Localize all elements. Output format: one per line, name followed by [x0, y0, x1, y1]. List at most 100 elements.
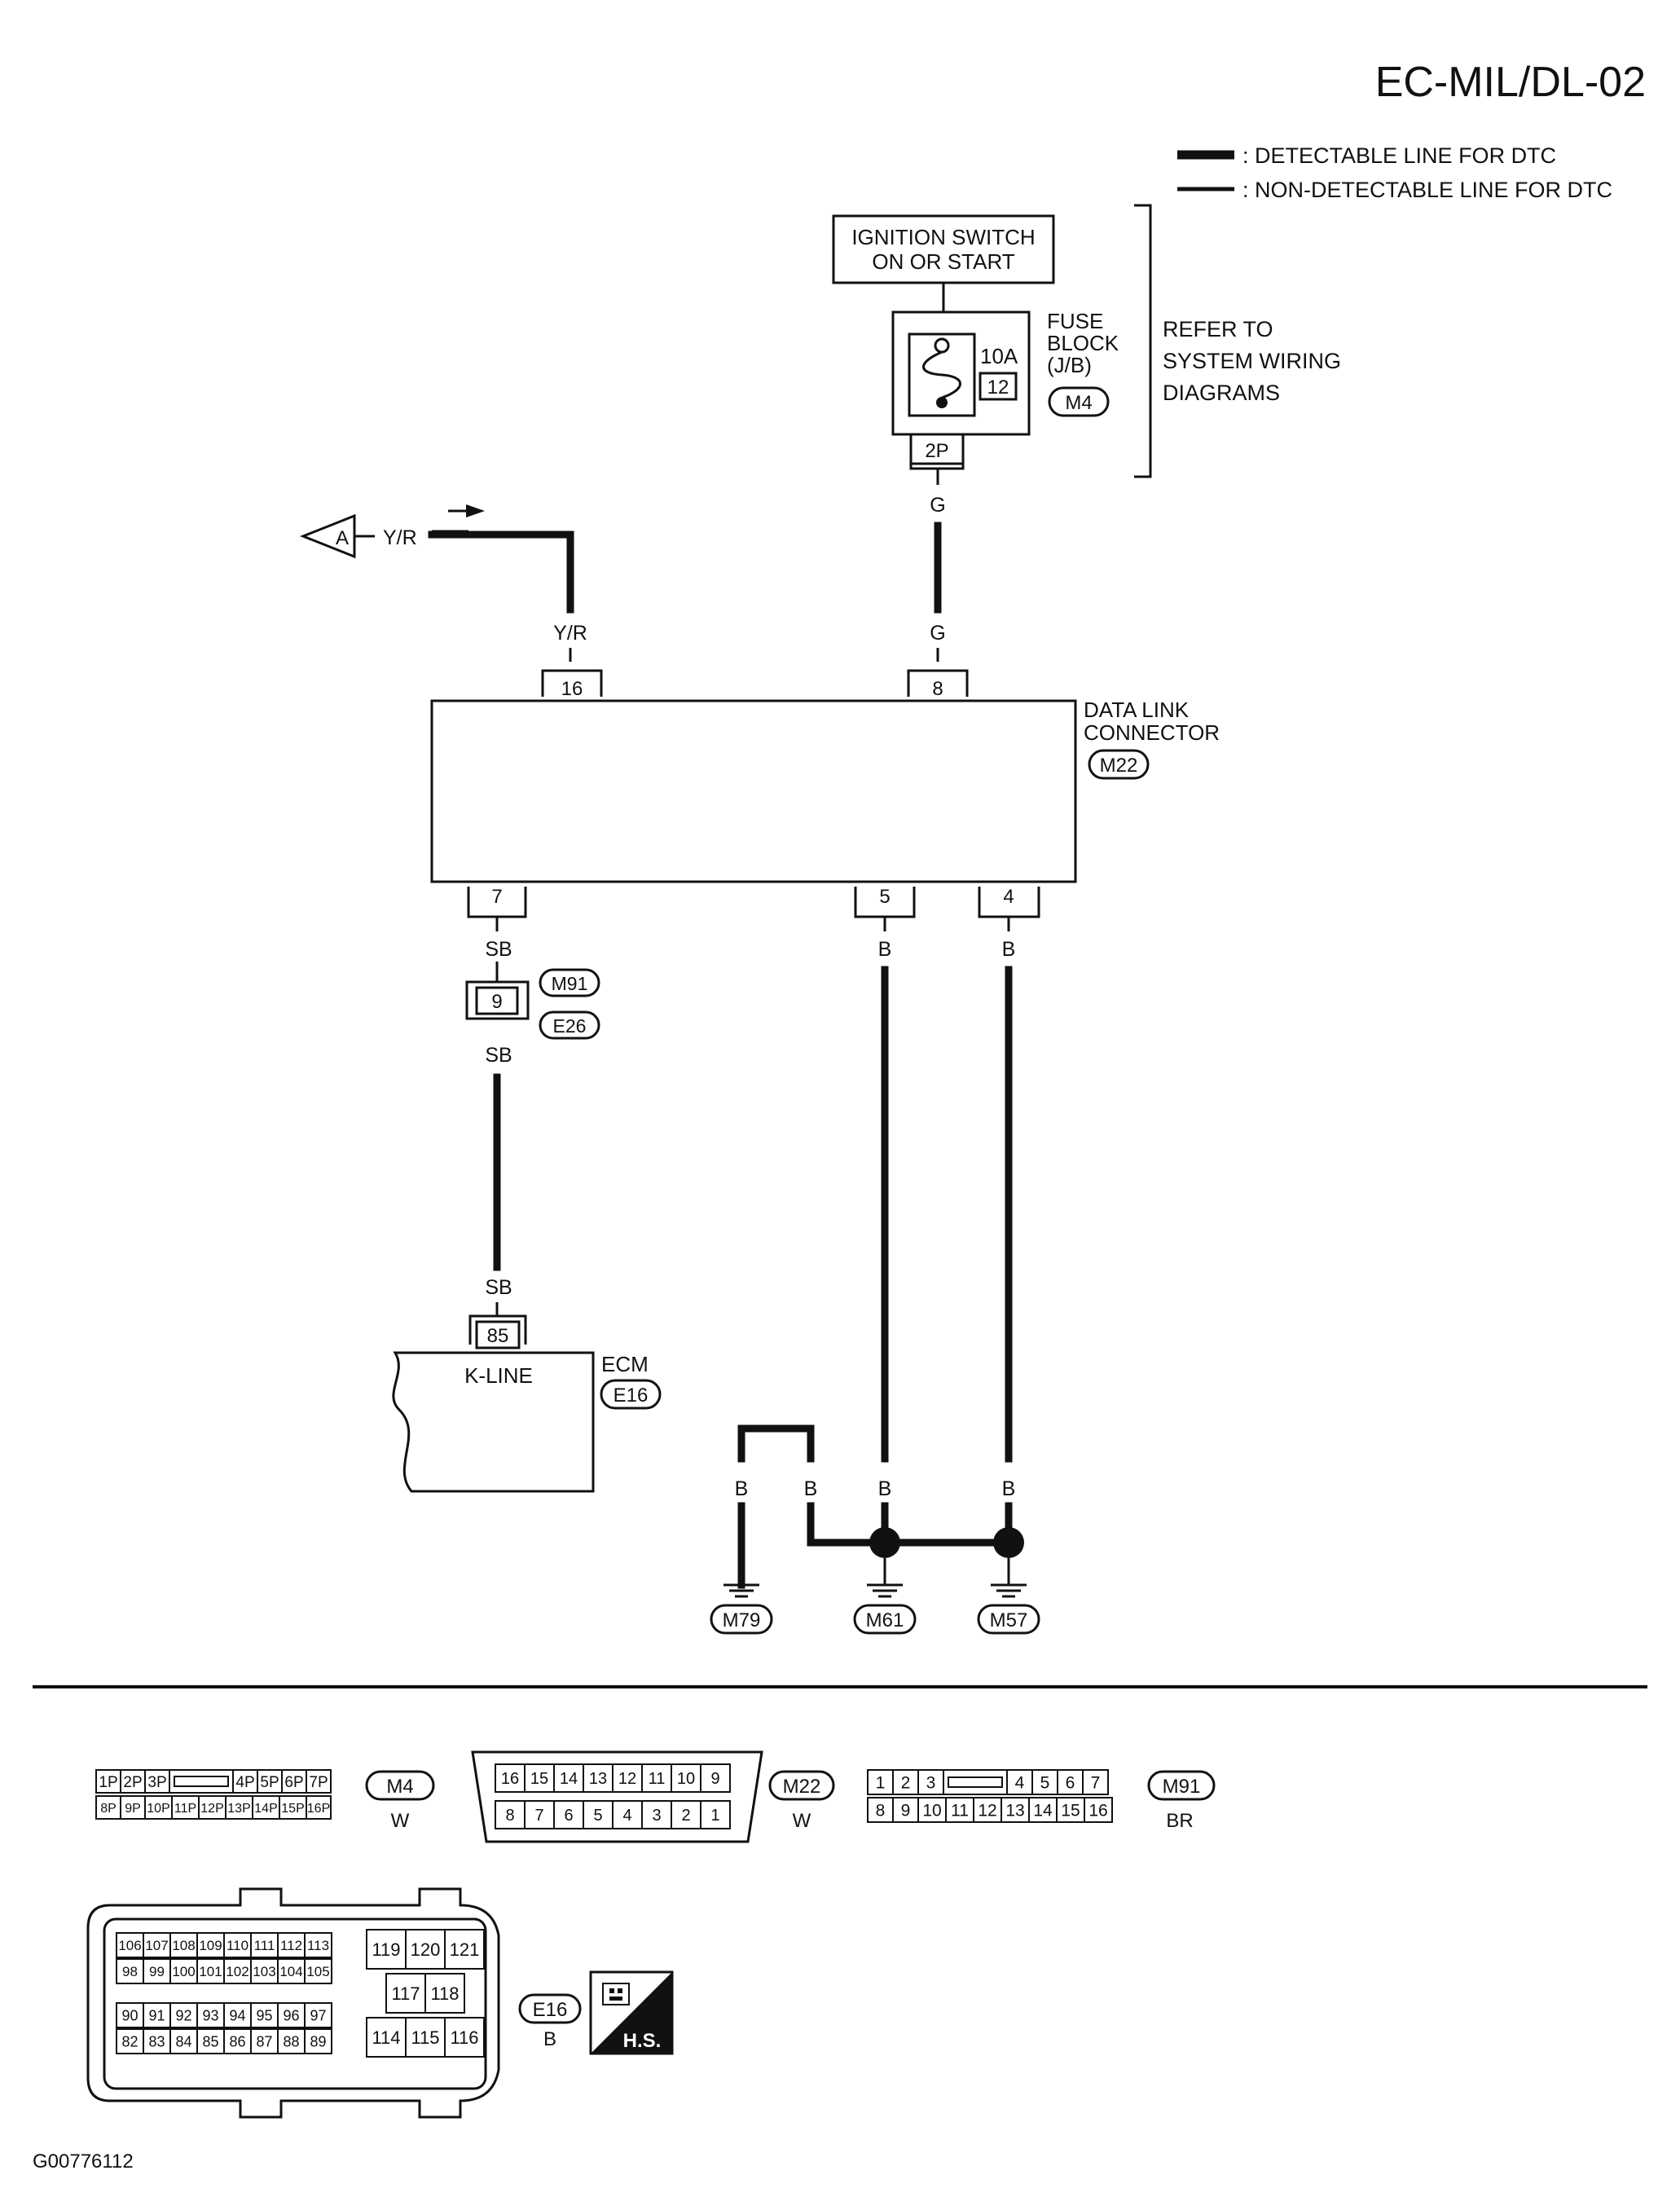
connector-pin-label: 14 — [560, 1770, 578, 1788]
connector-pin-label: 11P — [174, 1802, 196, 1816]
connector-pin-label: 4 — [622, 1807, 631, 1825]
fuse-label1: FUSE — [1047, 309, 1103, 333]
dlc-pin-5: 5 — [879, 886, 890, 908]
hs-label: H.S. — [623, 2030, 662, 2052]
connector-pin-label: 105 — [306, 1964, 329, 1979]
connector-pin-label: 6 — [1066, 1774, 1075, 1793]
ignition-line2: ON OR START — [872, 249, 1014, 274]
refer-line1: REFER TO — [1163, 317, 1273, 341]
connector-pin-label: 110 — [226, 1938, 248, 1953]
figure-id: G00776112 — [33, 2151, 134, 2173]
m22-color: W — [793, 1810, 811, 1832]
connector-pin-label: 16P — [307, 1802, 330, 1816]
connector-pin-label: 3P — [147, 1774, 166, 1791]
b-label-m79: B — [735, 1477, 749, 1500]
connector-pin-label: 13 — [589, 1770, 607, 1788]
connector-pin-label: 115 — [411, 2027, 439, 2048]
dlc-pin-4: 4 — [1003, 886, 1014, 908]
connector-pin — [116, 2028, 144, 2054]
connector-pin — [277, 1958, 306, 1984]
ecm-label: ECM — [601, 1352, 649, 1376]
connector-pin-label: 109 — [199, 1938, 222, 1953]
connector-pin — [892, 1769, 919, 1795]
connector-pin — [1084, 1797, 1113, 1823]
joint-connector-box — [475, 986, 519, 1015]
joint-conn-top: M91 — [552, 973, 588, 994]
fuse-amps: 10A — [980, 344, 1018, 368]
ground-icon-m61 — [867, 1583, 903, 1598]
fuse-connector: M4 — [1065, 392, 1092, 414]
ground-m61: M61 — [866, 1609, 904, 1631]
connector-pin — [143, 2002, 171, 2028]
legend-detectable: : DETECTABLE LINE FOR DTC — [1242, 143, 1556, 168]
fuse-bottom-terminal — [936, 397, 948, 408]
ground-m61-badge — [853, 1604, 917, 1635]
legend: : DETECTABLE LINE FOR DTC : NON-DETECTAB… — [1177, 143, 1612, 202]
ground-m79: M79 — [723, 1609, 761, 1631]
e16-badge — [518, 1993, 582, 2024]
connector-pin — [171, 1795, 200, 1820]
connector-pin-label: 16 — [1088, 1802, 1107, 1820]
connector-pin-label: 85 — [202, 2033, 218, 2049]
offpage-wire: Y/R — [383, 526, 417, 549]
legend-non-detectable: : NON-DETECTABLE LINE FOR DTC — [1242, 178, 1612, 202]
connector-pin-label: 92 — [175, 2007, 191, 2023]
connector-pin — [144, 1769, 170, 1794]
connector-pin-label: 95 — [256, 2007, 272, 2023]
connector-pin-label: 12P — [200, 1802, 223, 1816]
joint-e26-badge — [539, 1010, 600, 1040]
connector-pin-label: 101 — [199, 1964, 222, 1979]
connector-pin-label: 1P — [99, 1774, 117, 1791]
ecm-pin-box — [475, 1320, 521, 1349]
joint-pin: 9 — [491, 991, 502, 1013]
connector-pin — [252, 1795, 280, 1820]
connector-key-slot — [948, 1776, 1003, 1788]
yr-wire — [428, 530, 574, 614]
fuse-label3: (J/B) — [1047, 353, 1092, 377]
connector-pin-label: 13P — [227, 1802, 250, 1816]
m91-id: M91 — [1163, 1776, 1201, 1798]
connector-pin — [306, 1769, 332, 1794]
b-label-m61-left: B — [804, 1477, 818, 1500]
connector-pin — [700, 1800, 731, 1829]
connector-pin-label: 5P — [260, 1774, 279, 1791]
connector-pin — [641, 1800, 672, 1829]
connector-pin — [223, 2002, 252, 2028]
connector-pin-label: 99 — [149, 1964, 165, 1979]
ecm-connector: E16 — [614, 1385, 649, 1407]
m91-color: BR — [1166, 1810, 1193, 1832]
dlc-pin16-bracket — [541, 669, 603, 697]
connector-pin — [304, 2028, 332, 2054]
connector-pin-label: 5 — [593, 1807, 602, 1825]
sb-label-1: SB — [485, 938, 512, 961]
ecm-pin-bracket — [468, 1314, 527, 1345]
connector-pin — [612, 1763, 643, 1793]
connector-pin — [524, 1800, 555, 1829]
connector-pin-label: 11 — [951, 1802, 969, 1820]
b-wire-joint — [807, 1502, 889, 1547]
ecm-body — [392, 1351, 595, 1493]
ground-m57: M57 — [990, 1609, 1028, 1631]
splice-dot-m57 — [993, 1527, 1024, 1558]
fuse-connector-badge — [1048, 386, 1110, 417]
connector-pin — [583, 1800, 614, 1829]
g-wire-label-bottom: G — [930, 622, 945, 645]
connector-pin-label: 118 — [430, 1983, 459, 2004]
connector-pin-label: 90 — [121, 2007, 138, 2023]
connector-pin — [304, 2002, 332, 2028]
connector-pin-label: 14 — [1033, 1802, 1053, 1820]
connector-pin-label: 94 — [229, 2007, 245, 2023]
g-wire-label-top: G — [930, 494, 945, 517]
dlc-label2: CONNECTOR — [1084, 720, 1220, 745]
connector-pin-label: 2 — [681, 1807, 690, 1825]
connector-pin-label: 91 — [148, 2007, 165, 2023]
connector-pin — [671, 1800, 701, 1829]
connector-pin-label: 2 — [901, 1774, 911, 1793]
connector-pin-label: 93 — [202, 2007, 218, 2023]
connector-pin — [95, 1795, 121, 1820]
offpage-letter: A — [336, 527, 349, 549]
m4-badge — [365, 1770, 435, 1801]
connector-pin-label: 9 — [901, 1802, 911, 1820]
e16-id: E16 — [533, 1999, 568, 2021]
